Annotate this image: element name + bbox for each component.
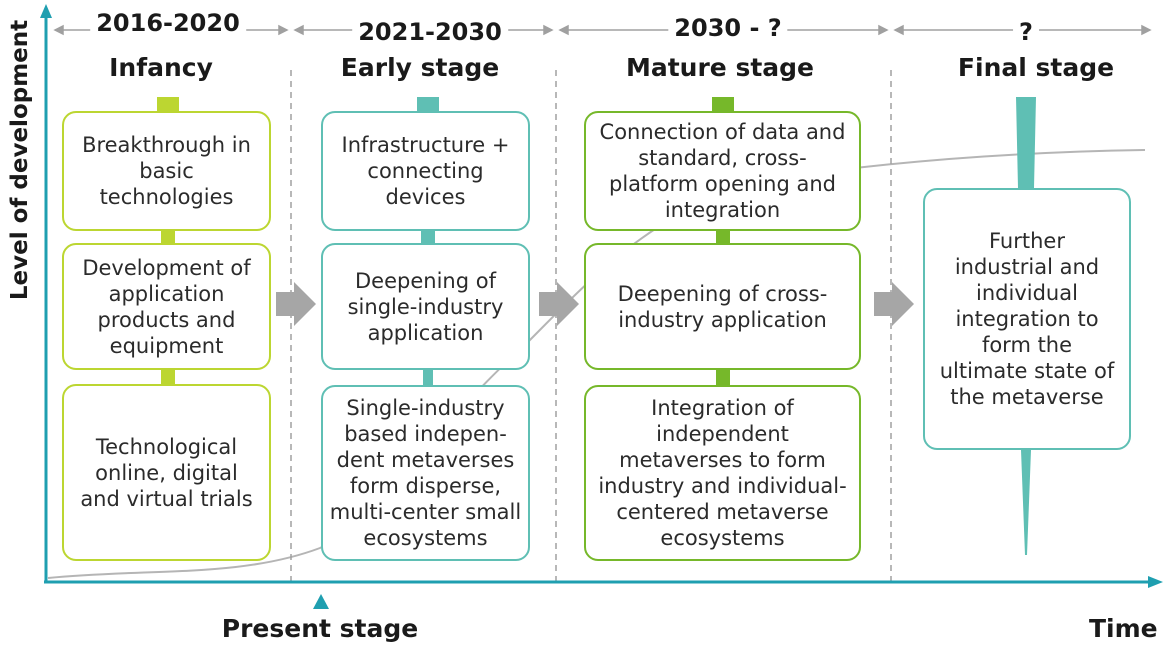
development-curve bbox=[47, 149, 1146, 579]
stage-final: Final stage bbox=[957, 53, 1115, 82]
connectors-mature bbox=[712, 97, 734, 386]
transition-arrows bbox=[276, 282, 914, 326]
arrow-2 bbox=[539, 282, 579, 326]
box-final-1: Further industrial and individual integr… bbox=[923, 188, 1131, 450]
present-stage-marker bbox=[313, 594, 329, 609]
box-infancy-2: Development of application products and … bbox=[62, 243, 271, 370]
y-axis-label: Level of development bbox=[7, 19, 33, 301]
box-early-2: Deepening of single-industry application bbox=[321, 243, 530, 370]
period-mature: 2030 - ? bbox=[668, 14, 788, 42]
box-mature-3: Integration of independent metaverses to… bbox=[584, 385, 861, 561]
stage-infancy: Infancy bbox=[109, 53, 213, 82]
axes bbox=[40, 4, 1163, 609]
box-early-1: Infrastructure + connecting devices bbox=[321, 111, 530, 231]
arrow-1 bbox=[276, 282, 316, 326]
box-infancy-3: Technological online, digital and virtua… bbox=[62, 384, 271, 561]
x-axis-label: Time bbox=[1089, 614, 1158, 643]
x-axis-arrowhead bbox=[1148, 576, 1163, 588]
stage-mature: Mature stage bbox=[625, 53, 815, 82]
stage-early: Early stage bbox=[340, 53, 500, 82]
box-early-3: Single-industry based indepen- dent meta… bbox=[321, 385, 530, 561]
final-stage-spike bbox=[1016, 97, 1036, 555]
period-early: 2021-2030 bbox=[352, 18, 508, 46]
box-infancy-1: Breakthrough in basic technologies bbox=[62, 111, 271, 231]
arrow-3 bbox=[874, 282, 914, 326]
period-infancy: 2016-2020 bbox=[90, 9, 246, 37]
box-mature-1: Connection of data and standard, cross-p… bbox=[584, 111, 861, 231]
period-final: ? bbox=[1013, 18, 1039, 46]
connectors-infancy bbox=[157, 97, 179, 385]
connectors-early bbox=[417, 97, 439, 386]
present-stage-label: Present stage bbox=[221, 614, 419, 643]
y-axis-arrowhead bbox=[40, 4, 52, 18]
box-mature-2: Deepening of cross-industry application bbox=[584, 243, 861, 370]
